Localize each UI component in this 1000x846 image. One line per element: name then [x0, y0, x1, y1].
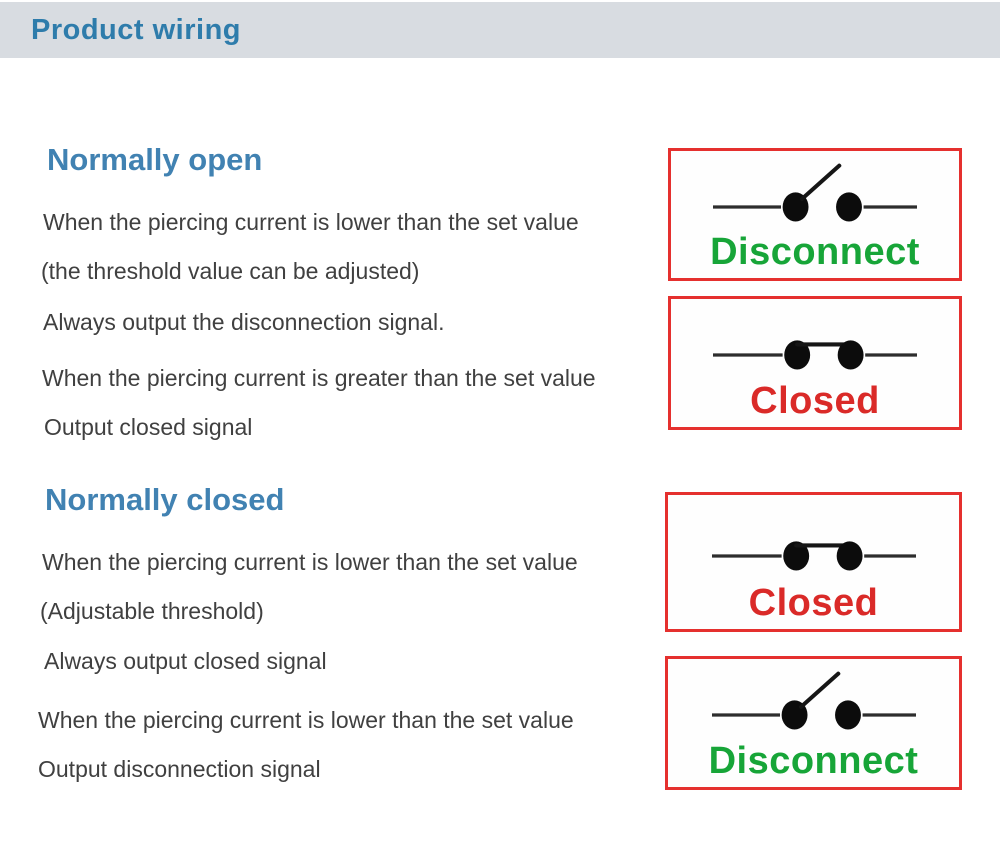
section-heading-normally-closed: Normally closed	[45, 482, 285, 517]
body-line: When the piercing current is lower than …	[38, 707, 574, 733]
switch-state-box-closed: Closed	[665, 492, 962, 632]
switch-state-label: Disconnect	[708, 740, 919, 783]
switch-state-box-disconnect: Disconnect	[668, 148, 962, 281]
body-line: When the piercing current is greater tha…	[42, 365, 596, 391]
switch-closed-icon	[711, 541, 916, 571]
page-title: Product wiring	[31, 13, 241, 46]
switch-state-label: Disconnect	[710, 231, 920, 274]
body-line: Output closed signal	[44, 414, 253, 440]
body-line: (the threshold value can be adjusted)	[41, 258, 420, 284]
switch-state-box-disconnect: Disconnect	[665, 656, 962, 790]
body-line: Always output closed signal	[44, 648, 327, 674]
body-line: Output disconnection signal	[38, 756, 321, 782]
body-line: Always output the disconnection signal.	[43, 309, 445, 335]
switch-open-icon	[711, 671, 916, 730]
body-line: (Adjustable threshold)	[40, 598, 264, 624]
switch-state-box-closed: Closed	[668, 296, 962, 430]
section-heading-normally-open: Normally open	[47, 142, 263, 177]
header-bar: Product wiring	[0, 2, 1000, 58]
body-line: When the piercing current is lower than …	[42, 549, 578, 575]
switch-state-label: Closed	[748, 582, 879, 625]
switch-state-label: Closed	[750, 380, 880, 423]
switch-open-icon	[713, 163, 917, 222]
switch-closed-icon	[713, 340, 917, 370]
body-line: When the piercing current is lower than …	[43, 209, 579, 235]
